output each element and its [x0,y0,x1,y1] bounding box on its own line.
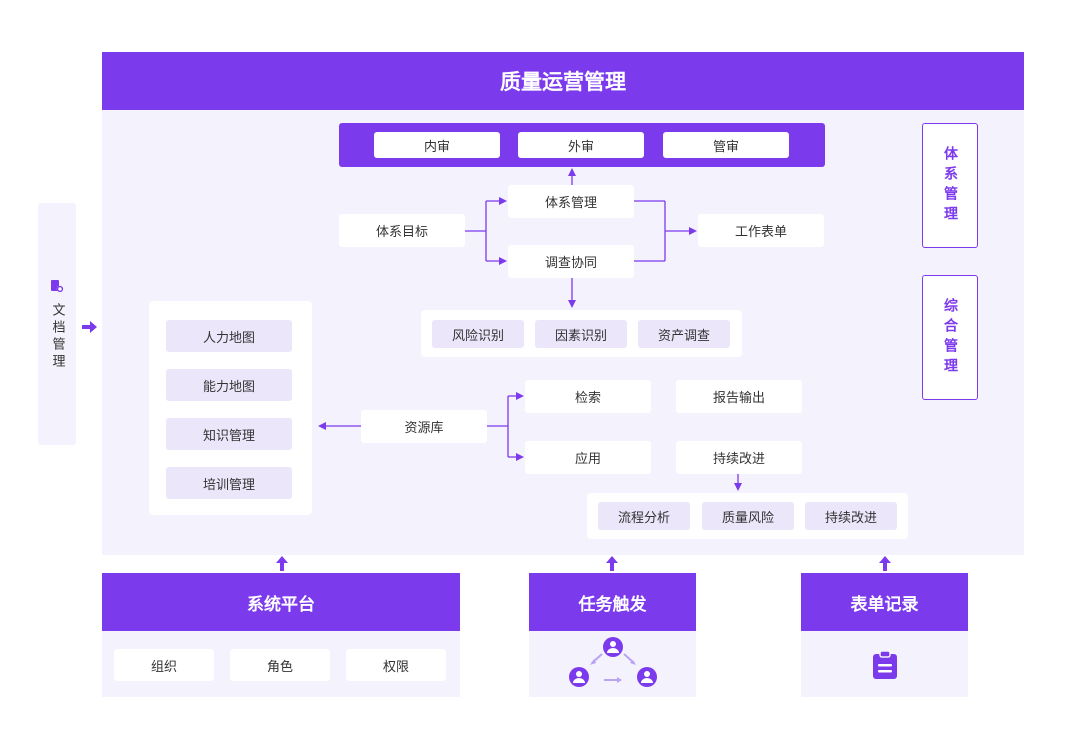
role-box[interactable]: 角色 [230,649,330,681]
work-form-box[interactable]: 工作表单 [698,214,824,247]
risk-identify-chip[interactable]: 风险识别 [432,320,524,348]
audit-management[interactable]: 管审 [663,132,789,158]
investigation-box[interactable]: 调查协同 [508,245,634,278]
form-record-header: 表单记录 [801,573,968,631]
system-management-tag[interactable]: 体系管理 [922,123,978,248]
permission-box[interactable]: 权限 [346,649,446,681]
continuous-improve-chip[interactable]: 持续改进 [805,502,897,530]
document-gear-icon [50,278,64,297]
system-management-tag-label: 体系管理 [942,145,958,226]
integrated-management-tag-label: 综合管理 [942,297,958,378]
resource-hub-box[interactable]: 资源库 [361,410,487,443]
document-management-label: 文档管理 [49,302,65,371]
search-box[interactable]: 检索 [525,380,651,413]
quality-risk-chip[interactable]: 质量风险 [702,502,794,530]
continuous-improve-box[interactable]: 持续改进 [676,441,802,474]
human-map-chip[interactable]: 人力地图 [166,320,292,352]
integrated-management-tag[interactable]: 综合管理 [922,275,978,400]
knowledge-mgmt-chip[interactable]: 知识管理 [166,418,292,450]
organization-box[interactable]: 组织 [114,649,214,681]
audit-external[interactable]: 外审 [518,132,644,158]
factor-identify-chip[interactable]: 因素识别 [535,320,627,348]
system-management-box[interactable]: 体系管理 [508,185,634,218]
document-management-tab[interactable]: 文档管理 [38,203,76,445]
asset-survey-chip[interactable]: 资产调查 [638,320,730,348]
report-output-box[interactable]: 报告输出 [676,380,802,413]
apply-box[interactable]: 应用 [525,441,651,474]
ability-map-chip[interactable]: 能力地图 [166,369,292,401]
page-title: 质量运营管理 [102,52,1024,110]
task-trigger-header: 任务触发 [529,573,696,631]
system-target-box[interactable]: 体系目标 [339,214,465,247]
training-mgmt-chip[interactable]: 培训管理 [166,467,292,499]
user-network-icon [566,636,660,694]
process-analysis-chip[interactable]: 流程分析 [598,502,690,530]
audit-internal[interactable]: 内审 [374,132,500,158]
platform-header: 系统平台 [102,573,460,631]
clipboard-icon [872,650,898,680]
